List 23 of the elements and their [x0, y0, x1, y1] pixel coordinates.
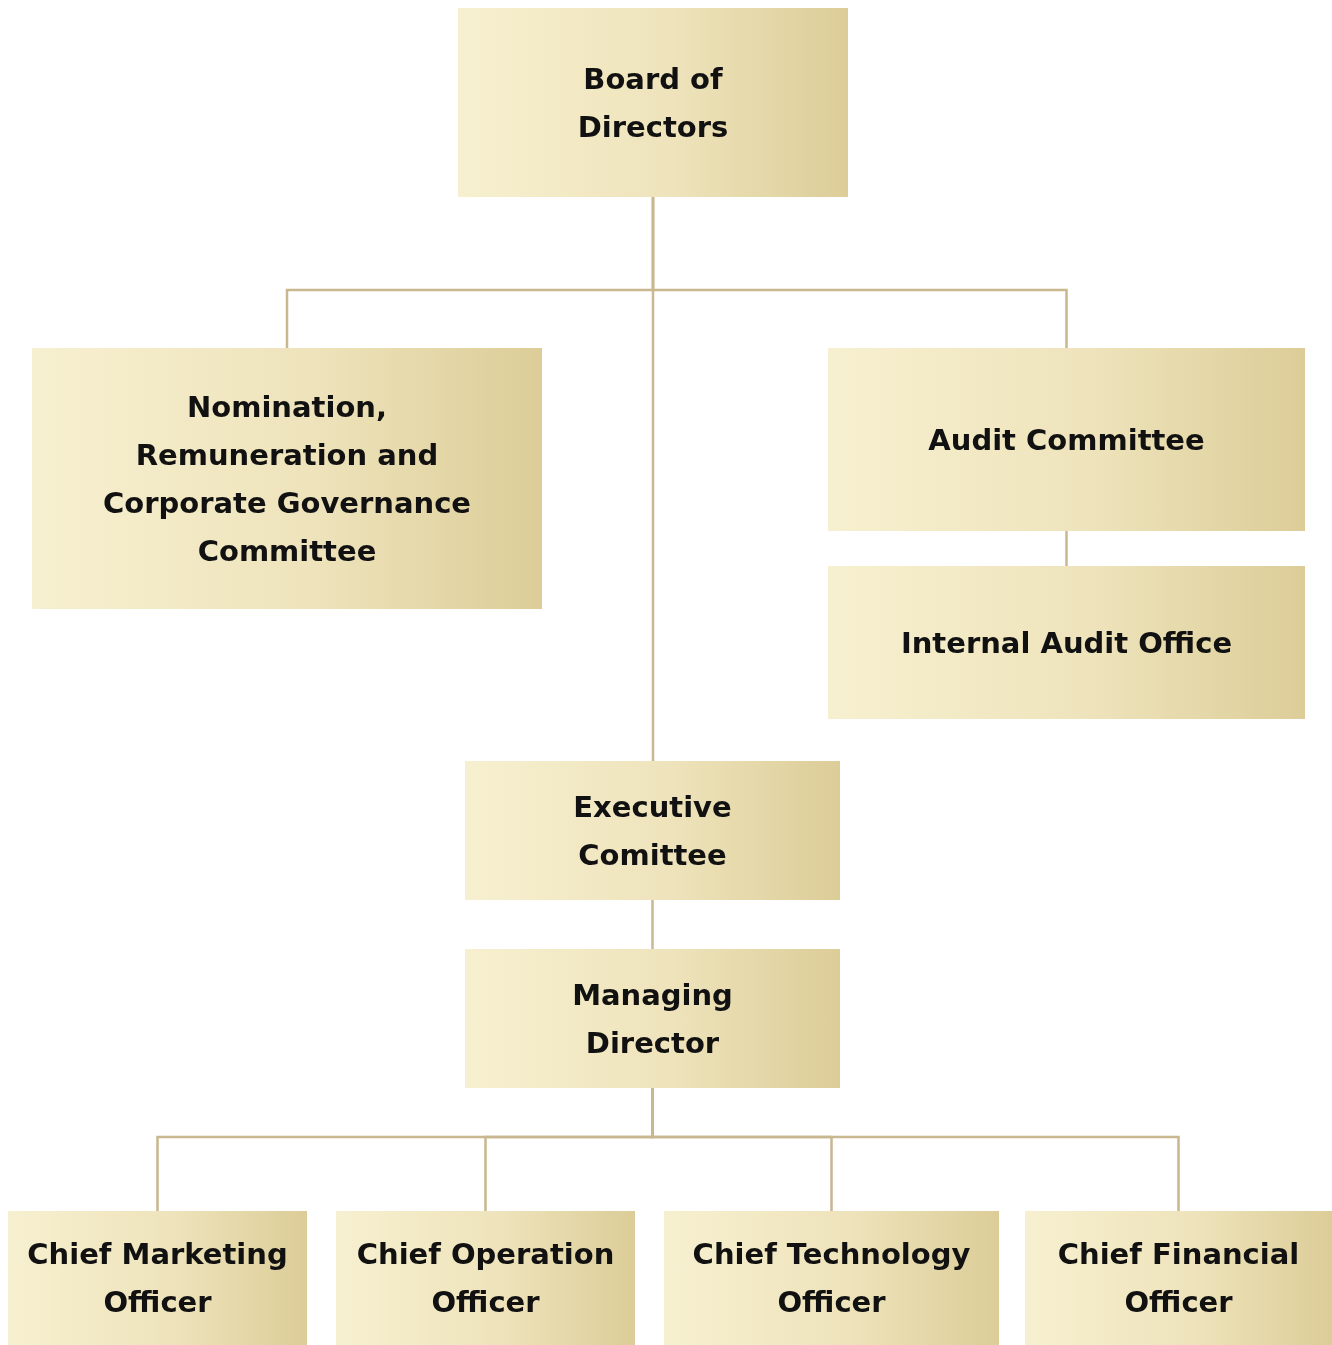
box-label: Chief Marketing Officer [26, 1236, 289, 1321]
org-box [8, 1211, 307, 1345]
org-box [828, 566, 1305, 719]
org-box [458, 8, 848, 197]
box-label: Chief Technology Officer [691, 1236, 972, 1321]
box-label: Board of Directors [576, 60, 730, 146]
org-box [336, 1211, 635, 1345]
box-label: Managing Director [571, 976, 734, 1062]
box-label: Internal Audit Office [900, 624, 1233, 662]
org-box [828, 348, 1305, 531]
org-box [1025, 1211, 1332, 1345]
connector-line [651, 197, 655, 761]
org-box [465, 761, 840, 900]
box-label: Nomination, Remuneration and Corporate Governance Committee [102, 388, 472, 570]
box-label: Audit Committee [928, 421, 1205, 459]
org-box [32, 348, 542, 609]
connector-line [651, 900, 654, 949]
org-box [465, 949, 840, 1088]
box-label: Executive Comittee [572, 788, 733, 874]
org-box [664, 1211, 999, 1345]
connector-line [1065, 531, 1068, 566]
box-label: Chief Operation Officer [355, 1236, 616, 1321]
box-label: Chief Financial Officer [1056, 1236, 1301, 1321]
